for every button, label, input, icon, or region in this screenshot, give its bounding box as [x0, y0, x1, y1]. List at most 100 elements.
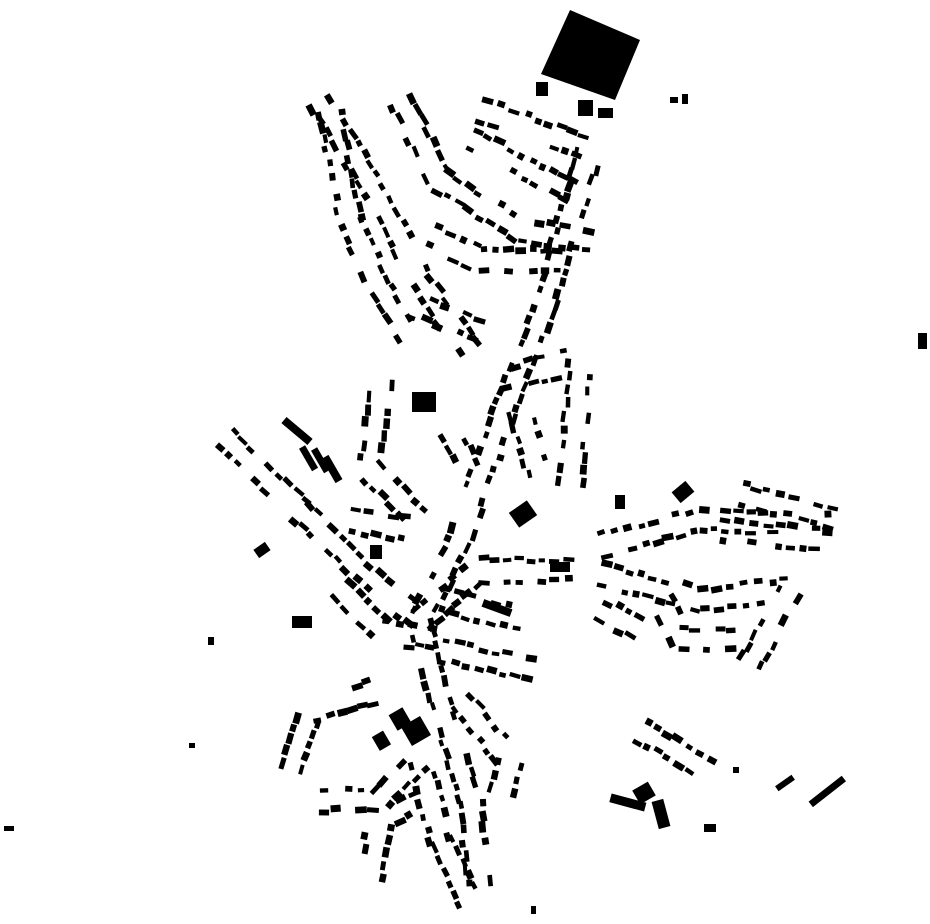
building [624, 630, 637, 641]
building [361, 148, 371, 160]
building [444, 230, 457, 239]
building [377, 442, 386, 454]
building [377, 488, 390, 502]
building [560, 439, 567, 449]
building [325, 710, 336, 719]
building [466, 641, 475, 649]
building [375, 458, 387, 471]
building [428, 571, 437, 580]
building [377, 264, 385, 275]
building [733, 516, 745, 525]
building [496, 225, 509, 236]
building [529, 303, 538, 314]
building [514, 555, 524, 561]
building [637, 569, 646, 578]
building [376, 215, 385, 226]
building [549, 308, 558, 321]
building [489, 557, 500, 564]
building [615, 600, 626, 611]
building [460, 263, 472, 272]
building [518, 339, 526, 348]
building [330, 804, 341, 813]
building [437, 544, 449, 558]
building [529, 157, 538, 165]
building [423, 263, 431, 273]
building [808, 546, 820, 552]
building [512, 625, 521, 632]
building [661, 532, 675, 542]
building [329, 593, 341, 605]
building [799, 544, 807, 553]
building [345, 540, 357, 552]
building [744, 531, 756, 536]
building [478, 810, 488, 822]
building [549, 144, 560, 152]
building [749, 520, 759, 527]
building [345, 785, 353, 792]
building [484, 217, 497, 228]
building [250, 475, 261, 487]
building [792, 592, 804, 606]
building [520, 175, 529, 184]
building [478, 267, 490, 274]
building [384, 576, 396, 588]
building [824, 510, 832, 518]
building [463, 180, 477, 193]
building [553, 267, 561, 273]
building [364, 404, 372, 416]
building [355, 139, 363, 148]
building [443, 533, 453, 543]
building [465, 726, 475, 736]
building [515, 580, 523, 585]
building [371, 605, 382, 615]
building [918, 333, 927, 349]
building [548, 187, 562, 198]
building [559, 222, 572, 230]
building [534, 117, 543, 126]
building [509, 166, 518, 176]
building [518, 238, 527, 244]
building [769, 579, 777, 587]
building [453, 588, 465, 596]
building [785, 545, 796, 551]
building [482, 747, 491, 756]
building [401, 780, 412, 791]
building [511, 403, 520, 414]
building [344, 576, 358, 590]
building [449, 710, 458, 721]
building [437, 433, 447, 444]
building [552, 299, 561, 311]
building [355, 550, 365, 560]
building [742, 479, 752, 488]
building [440, 296, 450, 307]
building [382, 617, 390, 625]
building [421, 172, 430, 186]
building [349, 178, 356, 189]
building [719, 517, 731, 524]
building [440, 806, 450, 818]
building [365, 629, 376, 640]
building [558, 277, 567, 287]
building [339, 604, 350, 616]
building [811, 525, 821, 531]
building [378, 873, 387, 883]
building [556, 171, 570, 181]
building [350, 506, 362, 513]
building [632, 590, 640, 598]
building [457, 714, 467, 725]
building [808, 775, 847, 808]
building [674, 605, 684, 616]
building [363, 508, 374, 515]
building [580, 477, 587, 489]
building [593, 615, 606, 626]
building [812, 501, 824, 509]
building [430, 187, 444, 198]
building [719, 536, 727, 545]
building [410, 603, 422, 614]
small-buildings [214, 92, 839, 910]
building [472, 316, 486, 325]
building [652, 538, 665, 548]
building [354, 806, 367, 814]
